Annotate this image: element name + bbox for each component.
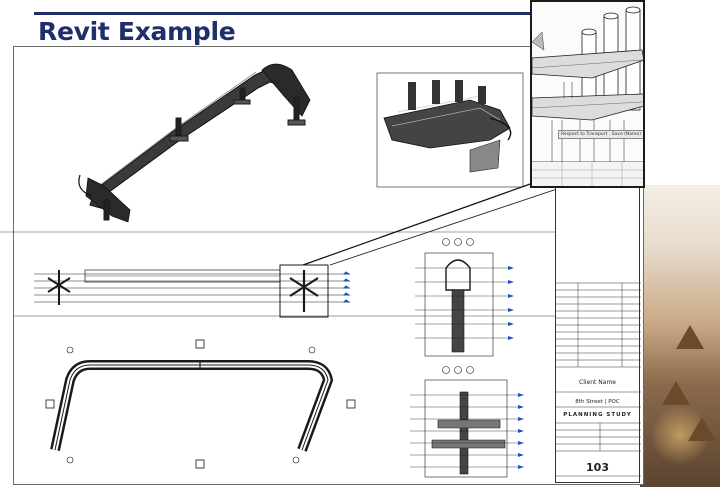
background-photo	[640, 185, 720, 487]
title-block-grid	[556, 282, 641, 477]
grid-bubble-icon	[308, 346, 316, 354]
roof-shape-icon	[662, 381, 690, 405]
perspective-3d-view	[376, 72, 524, 188]
title-block-study: PLANNING STUDY	[563, 412, 632, 418]
callout-leader-line	[302, 182, 534, 266]
grid-bubble-icon	[454, 366, 462, 374]
grid-bubble-icon	[66, 456, 74, 464]
title-rule	[34, 12, 554, 15]
side-elevation-view	[34, 264, 351, 318]
zoom-caption: Respect to Transport . Save (Name)	[558, 130, 643, 139]
section-mark-icon	[346, 399, 356, 409]
zoom-callout-detail: Respect to Transport . Save (Name)	[530, 0, 645, 188]
section-mark-icon	[195, 459, 205, 469]
slide-title: Revit Example	[38, 17, 236, 46]
grid-bubble-icon	[66, 346, 74, 354]
section-view-lower	[410, 366, 524, 478]
callout-leader-line	[329, 187, 561, 266]
grid-bubble-icon	[292, 456, 300, 464]
roof-shape-icon	[688, 417, 716, 441]
section-mark-icon	[45, 399, 55, 409]
grid-bubble-icon	[466, 238, 474, 246]
section-view-upper	[415, 238, 514, 357]
grid-bubble-icon	[466, 366, 474, 374]
plan-view	[45, 339, 356, 469]
section-mark-icon	[195, 339, 205, 349]
grid-bubble-icon	[454, 238, 462, 246]
zoom-detail-drawing	[532, 2, 643, 186]
roof-shape-icon	[676, 325, 704, 349]
title-block: Client Name 8th Street | POC PLANNING ST…	[555, 186, 641, 483]
grid-bubble-icon	[442, 366, 450, 374]
title-block-client: Client Name	[579, 379, 616, 386]
grid-bubble-icon	[442, 238, 450, 246]
title-block-project: 8th Street | POC	[575, 399, 620, 405]
sheet-number: 103	[586, 461, 609, 474]
isometric-skyway-view	[78, 63, 311, 223]
